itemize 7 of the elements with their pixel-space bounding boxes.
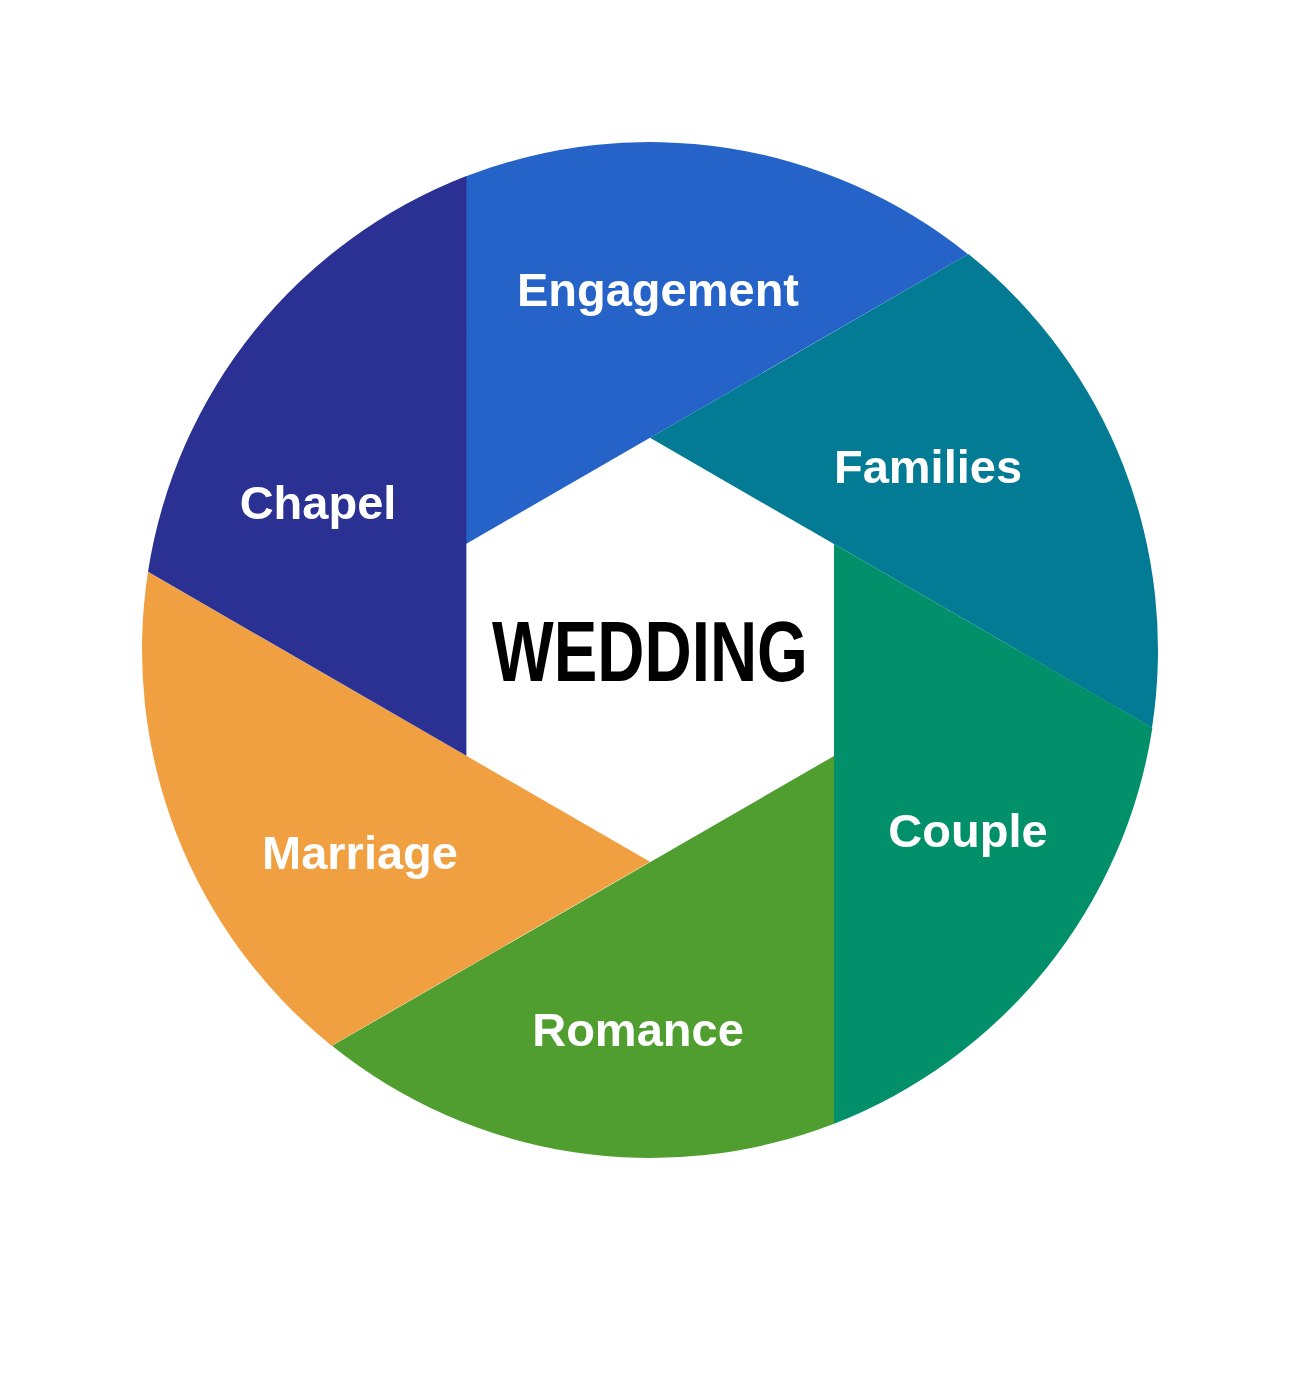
segment-label: Engagement bbox=[516, 264, 799, 316]
segment-label: Chapel bbox=[239, 477, 397, 529]
center-title: WEDDING bbox=[492, 608, 808, 694]
segment-label: Couple bbox=[888, 805, 1048, 857]
segment-label: Romance bbox=[532, 1004, 744, 1056]
segment-label: Marriage bbox=[262, 827, 458, 879]
segment-label: Families bbox=[833, 441, 1023, 493]
